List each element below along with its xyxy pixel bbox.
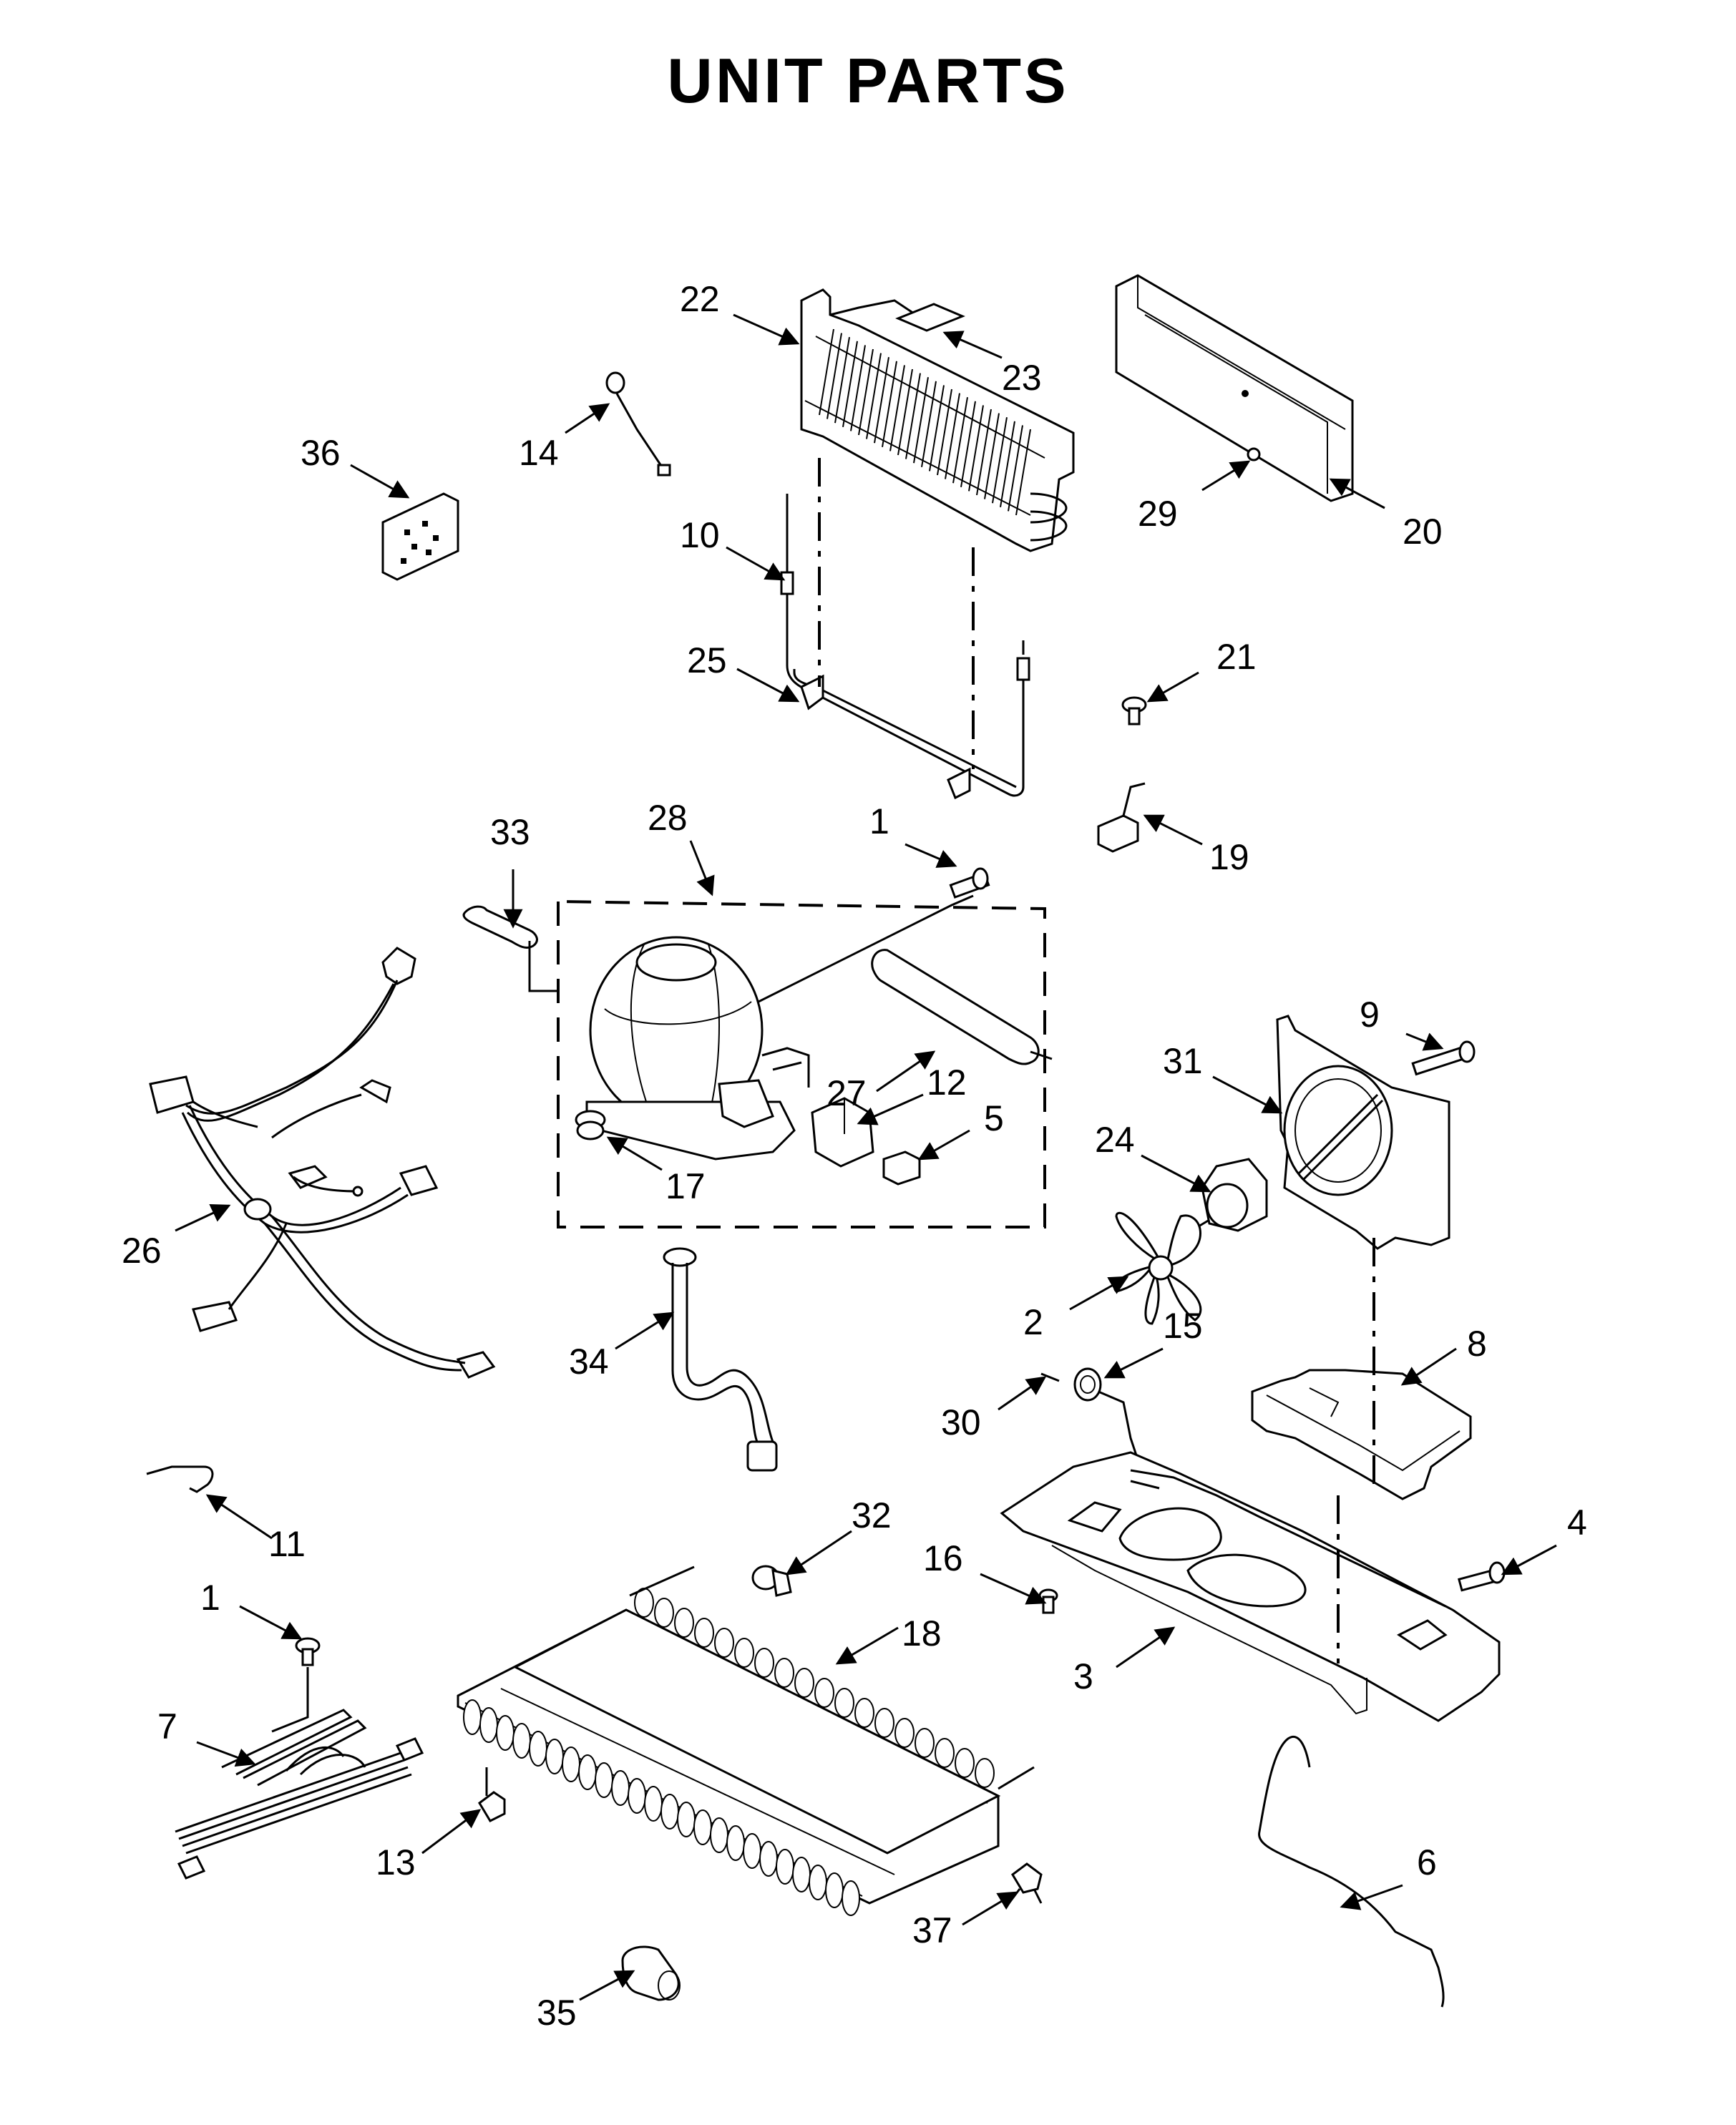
part-grommet-17 (575, 1110, 606, 1140)
part-condenser-18 (457, 1565, 1035, 1916)
callout-8: 8 (1467, 1324, 1487, 1364)
part-evaporator-cover (1115, 274, 1354, 502)
callout-10: 10 (680, 515, 720, 555)
part-screw-29 (1247, 447, 1261, 461)
callout-14: 14 (519, 433, 559, 473)
callout-34: 34 (569, 1342, 609, 1382)
callout-17: 17 (665, 1166, 706, 1206)
part-fitting-15 (1073, 1367, 1139, 1460)
callout-1-lower: 1 (200, 1578, 220, 1618)
part-screw-4 (1458, 1561, 1506, 1592)
callout-11: 11 (268, 1524, 306, 1564)
part-screw-1-lower (295, 1637, 321, 1666)
part-screw-9 (1411, 1040, 1476, 1076)
part-drain-tube-34 (663, 1247, 778, 1472)
part-pin-30 (1040, 1372, 1060, 1382)
callout-23: 23 (1002, 358, 1042, 398)
callout-6: 6 (1417, 1842, 1437, 1882)
callout-9: 9 (1360, 995, 1380, 1035)
callout-35: 35 (537, 1993, 577, 2033)
callout-13: 13 (376, 1842, 416, 1882)
part-fan-blade-2 (1113, 1211, 1202, 1325)
callout-31: 31 (1163, 1041, 1203, 1081)
part-fan-motor-24 (1191, 1158, 1268, 1232)
part-defrost-heater (780, 494, 1030, 800)
part-clip-19 (1097, 782, 1146, 853)
diagram-title: UNIT PARTS (667, 45, 1069, 116)
callout-36: 36 (301, 433, 341, 473)
part-screw-37 (1008, 1862, 1043, 1904)
part-thermistor-14 (605, 371, 671, 477)
part-bracket-8 (1251, 1369, 1472, 1500)
callout-15: 15 (1163, 1306, 1203, 1346)
callout-4: 4 (1567, 1503, 1587, 1543)
callout-32: 32 (852, 1495, 892, 1535)
callout-1-upper: 1 (869, 801, 889, 841)
callout-30: 30 (941, 1402, 981, 1442)
part-screw-1-upper (949, 867, 990, 899)
part-strap-33 (462, 905, 538, 949)
part-label (895, 303, 965, 332)
callout-18: 18 (902, 1613, 942, 1653)
callout-28: 28 (648, 798, 688, 838)
callout-22: 22 (680, 279, 720, 319)
callout-7: 7 (157, 1706, 177, 1747)
part-control-board (381, 492, 459, 581)
callout-37: 37 (912, 1910, 952, 1950)
callout-24: 24 (1095, 1120, 1135, 1160)
callout-25: 25 (687, 640, 727, 680)
callout-16: 16 (923, 1538, 963, 1578)
part-elbow-32 (751, 1565, 792, 1597)
callout-12: 12 (927, 1062, 967, 1103)
callout-21: 21 (1216, 637, 1257, 677)
leader-arrows (175, 313, 1557, 2001)
part-heater-7 (175, 1667, 424, 1880)
part-evaporator (800, 288, 1075, 552)
part-clip-11 (146, 1465, 214, 1493)
part-drier-27 (871, 949, 1053, 1065)
callout-labels: 22 23 36 14 29 20 10 25 21 19 33 28 1 9 … (122, 279, 1587, 2033)
part-base-3 (1000, 1451, 1501, 1722)
part-clip-13 (478, 1767, 506, 1822)
callout-20: 20 (1403, 512, 1443, 552)
part-cover-5 (882, 1151, 921, 1186)
callout-5: 5 (984, 1098, 1004, 1138)
callout-29: 29 (1138, 494, 1178, 534)
callout-3: 3 (1073, 1656, 1093, 1696)
part-wire-harness-26 (149, 947, 496, 1379)
alignment-lines (818, 458, 1375, 1664)
callout-33: 33 (490, 812, 530, 852)
callout-26: 26 (122, 1231, 162, 1271)
callout-27: 27 (826, 1073, 867, 1113)
part-compressor (528, 894, 974, 1161)
part-fan-shroud-31 (1276, 1015, 1450, 1250)
compressor-assembly-boundary (557, 900, 1046, 1228)
callout-19: 19 (1209, 837, 1249, 877)
part-wire-6 (1258, 1736, 1445, 2008)
callout-2: 2 (1023, 1302, 1043, 1342)
part-screw-21 (1121, 696, 1147, 726)
